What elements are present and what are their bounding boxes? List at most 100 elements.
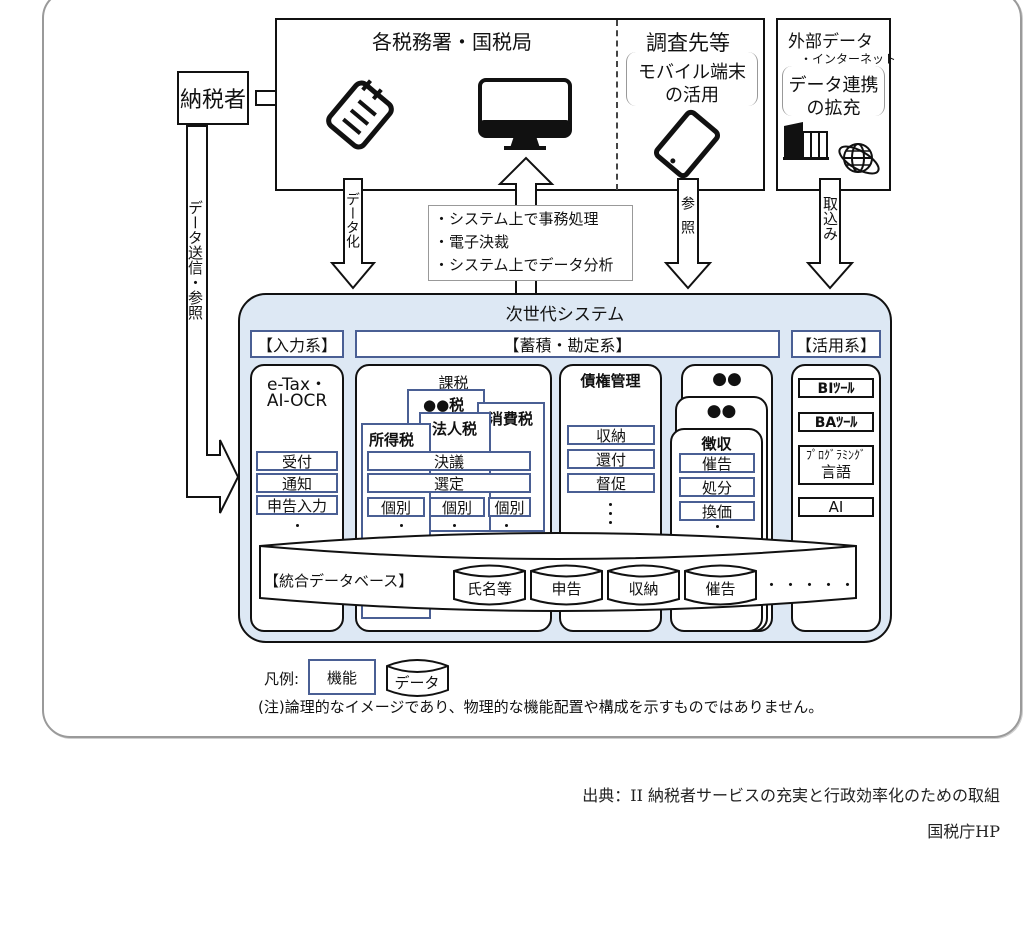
storage-header: 【蓄積・勘定系】 (355, 330, 780, 358)
usage-item-3: ・システム上でデータ分析 (434, 256, 614, 274)
legend-function-label: 機能 (326, 668, 357, 687)
ellipsis-dot (453, 524, 456, 527)
database-label: 【統合データベース】 (264, 572, 414, 590)
db-table-label: 収納 (628, 580, 659, 598)
data-link-note-bracket (782, 66, 885, 116)
function-box: 換価 (679, 501, 755, 521)
function-label: 申告入力 (266, 496, 327, 515)
function-label: 決議 (433, 452, 464, 471)
ellipsis-dot (609, 521, 612, 524)
reference-arrow-label: 参照 (679, 196, 695, 244)
function-label: 収納 (595, 426, 626, 445)
office-divider (616, 20, 618, 190)
utilization-header: 【活用系】 (791, 330, 881, 358)
ellipsis-dot (296, 524, 299, 527)
function-label: 督促 (595, 474, 626, 493)
reference-arrow (663, 178, 713, 290)
mobile-note-line2: の活用 (665, 85, 719, 106)
taxpayer-box: 納税者 (177, 71, 249, 125)
ellipsis-dot (400, 524, 403, 527)
function-box: 処分 (679, 477, 755, 497)
claims-title: 債権管理 (580, 372, 641, 390)
ellipsis-dot (609, 503, 612, 506)
tax-card-consumption-label: 消費税 (488, 410, 534, 428)
ellipsis-dot (505, 524, 508, 527)
function-label: 処分 (701, 478, 732, 497)
function-box: 個別 (429, 497, 485, 517)
tax-card-income-label: 所得税 (369, 431, 415, 449)
function-label: 換価 (701, 502, 732, 521)
tax-offices-title: 各税務署・国税局 (372, 30, 532, 54)
tool-label: BIﾂｰﾙ (817, 381, 855, 397)
next-gen-title: 次世代システム (505, 305, 625, 325)
function-label: 催告 (701, 454, 732, 473)
data-link-note-line2: の拡充 (806, 98, 861, 119)
tablet-icon (653, 109, 721, 179)
tax-card-other-label: ●●税 (423, 396, 465, 414)
external-subtitle: ・インターネット (800, 52, 897, 66)
db-table-cylinder (453, 564, 526, 606)
input-header: 【入力系】 (250, 330, 344, 358)
function-label: 選定 (433, 474, 464, 493)
db-table-cylinder (607, 564, 680, 606)
legend-function-sample: 機能 (308, 659, 376, 695)
import-arrow-label: 取込み (821, 196, 839, 241)
db-table-cylinder (684, 564, 757, 606)
storage-header-label: 【蓄積・勘定系】 (503, 336, 632, 355)
function-box: 決議 (367, 451, 531, 471)
investigation-title: 調査先等 (646, 31, 730, 55)
input-panel-title-2: AI-OCR (266, 391, 328, 411)
digitize-arrow (329, 178, 377, 290)
utilization-header-label: 【活用系】 (795, 336, 876, 355)
digitize-arrow-label: データ化 (344, 192, 360, 248)
tool-label: 言語 (820, 463, 851, 481)
source-line-2: 国税庁HP (927, 822, 1000, 841)
building-icon (783, 122, 829, 160)
tax-card-corporate-label: 法人税 (432, 420, 478, 438)
import-arrow (805, 178, 855, 290)
legend-data-label: データ (394, 674, 440, 692)
collection-title: 徴収 (701, 435, 732, 453)
function-box: 還付 (567, 449, 655, 469)
monitor-icon (478, 78, 572, 150)
function-label: 個別 (494, 498, 525, 517)
document-icon (326, 79, 394, 150)
tool-label: BAﾂｰﾙ (814, 415, 858, 431)
data-link-note-line1: データ連携 (788, 75, 879, 96)
function-label: 受付 (281, 452, 312, 471)
ellipsis-dot (716, 525, 719, 528)
function-label: 個別 (380, 498, 411, 517)
legend-data-sample (386, 659, 449, 697)
mobile-note-bracket (626, 52, 758, 106)
tool-label: ﾌﾟﾛｸﾞﾗﾐﾝｸﾞ (805, 448, 866, 462)
ellipsis-dot (609, 512, 612, 515)
external-title: 外部データ (788, 32, 873, 52)
send-reference-arrow (186, 125, 240, 514)
function-box: 通知 (256, 473, 338, 493)
mobile-note-line1: モバイル端末 (638, 62, 746, 83)
collection-back-title: ●● (712, 369, 742, 389)
globe-icon (838, 143, 880, 175)
db-table-label: 催告 (705, 580, 736, 598)
collection-mid-title: ●● (706, 401, 737, 421)
function-box: 個別 (488, 497, 531, 517)
tool-box: AI (798, 497, 874, 517)
system-usage-note (428, 205, 633, 281)
tool-box: BIﾂｰﾙ (798, 378, 874, 398)
legend-prefix: 凡例: (264, 670, 300, 688)
function-box: 催告 (679, 453, 755, 473)
db-more-ellipsis: ・・・・・ (764, 576, 860, 594)
send-reference-arrow-label: データ送信・参照 (186, 200, 204, 320)
input-panel-title-1: e-Tax・ (266, 375, 328, 395)
usage-item-2: ・電子決裁 (434, 233, 510, 251)
tool-box: ﾌﾟﾛｸﾞﾗﾐﾝｸﾞ 言語 (798, 445, 874, 485)
function-box: 督促 (567, 473, 655, 493)
db-table-label: 氏名等 (466, 580, 512, 598)
tool-label: AI (828, 498, 844, 516)
function-box: 個別 (367, 497, 425, 517)
function-box: 収納 (567, 425, 655, 445)
usage-item-1: ・システム上で事務処理 (434, 210, 599, 228)
function-box: 選定 (367, 473, 531, 493)
function-label: 個別 (441, 498, 472, 517)
input-header-label: 【入力系】 (256, 336, 337, 355)
